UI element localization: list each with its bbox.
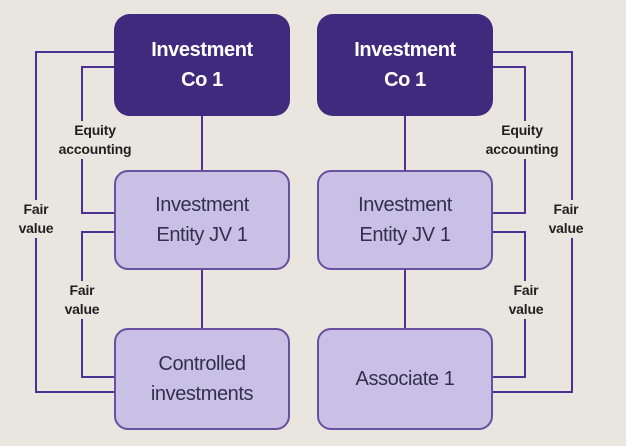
box-text-line: Investment (155, 194, 249, 216)
box-investment-co-1-left: Investment Co 1 (114, 14, 290, 116)
box-text-line: Investment (358, 194, 452, 216)
box-associate-1: Associate 1 (317, 328, 493, 430)
label-fair-value-inner-right: Fair value (500, 281, 552, 319)
box-text-line: Entity JV 1 (156, 224, 248, 246)
label-equity-accounting-left: Equity accounting (54, 121, 136, 159)
box-text-line: Investment (151, 39, 253, 61)
label-line: Fair (69, 282, 95, 298)
label-line: value (548, 220, 584, 236)
box-text-line: Investment (354, 39, 456, 61)
label-line: Equity (74, 122, 116, 138)
label-line: accounting (58, 141, 132, 157)
label-fair-value-outer-left: Fair value (9, 200, 63, 238)
box-investment-co-1-right: Investment Co 1 (317, 14, 493, 116)
label-equity-accounting-right: Equity accounting (481, 121, 563, 159)
label-line: Fair (23, 201, 49, 217)
label-line: Fair (553, 201, 579, 217)
box-text-line: Co 1 (384, 69, 426, 91)
box-text-line: Controlled (158, 353, 246, 375)
label-line: Equity (501, 122, 543, 138)
label-line: value (508, 301, 544, 317)
box-text-line: Entity JV 1 (359, 224, 451, 246)
box-text-line: Associate 1 (355, 368, 455, 390)
box-investment-entity-jv-1-right: Investment Entity JV 1 (317, 170, 493, 270)
box-text-line: investments (150, 383, 254, 405)
label-line: value (18, 220, 54, 236)
label-fair-value-outer-right: Fair value (539, 200, 593, 238)
box-controlled-investments: Controlled investments (114, 328, 290, 430)
label-line: accounting (485, 141, 559, 157)
box-investment-entity-jv-1-left: Investment Entity JV 1 (114, 170, 290, 270)
box-text-line: Co 1 (181, 69, 223, 91)
label-fair-value-inner-left: Fair value (56, 281, 108, 319)
label-line: Fair (513, 282, 539, 298)
label-line: value (64, 301, 100, 317)
